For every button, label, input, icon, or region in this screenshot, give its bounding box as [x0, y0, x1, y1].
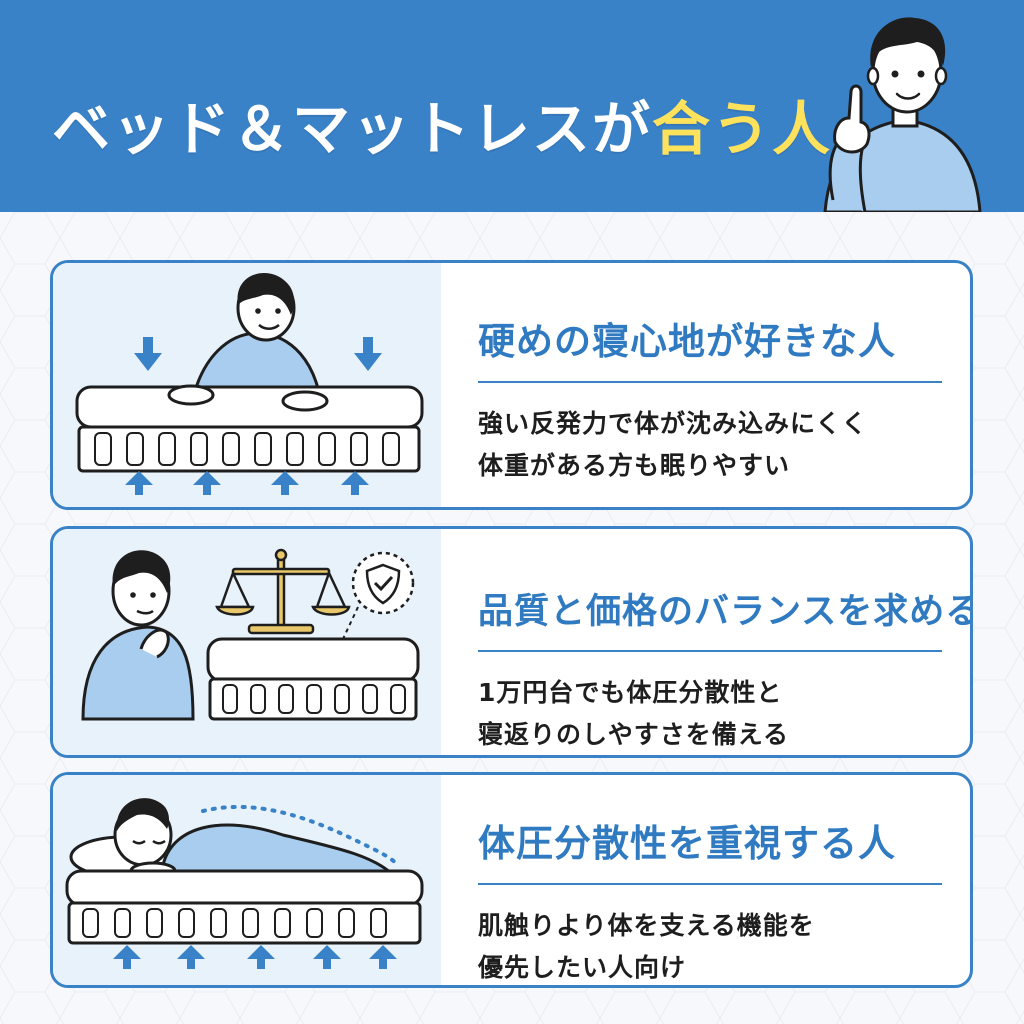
card-description: 肌触りより体を支える機能を 優先したい人向け: [478, 905, 942, 985]
divider: [478, 381, 942, 383]
card-description: 強い反発力で体が沈み込みにくく 体重がある方も眠りやすい: [478, 403, 942, 487]
card-illustration: [53, 263, 441, 507]
up-arrow-icon: [125, 471, 153, 485]
desc-line: 強い反発力で体が沈み込みにくく: [478, 409, 868, 438]
balance-illustration: [81, 548, 420, 721]
desc-line: 1万円台でも体圧分散性と: [478, 678, 783, 707]
sleeping-illustration: [65, 798, 424, 969]
desc-line: 体重がある方も眠りやすい: [478, 451, 791, 480]
person-pointing-icon: [823, 17, 982, 212]
up-arrow-icon: [113, 945, 141, 959]
up-arrow-icon: [177, 945, 205, 959]
card-text: 硬めの寝心地が好きな人 強い反発力で体が沈み込みにくく 体重がある方も眠りやすい: [478, 263, 942, 507]
up-arrow-icon: [271, 471, 299, 485]
card-title: 体圧分散性を重視する人: [478, 822, 896, 865]
up-arrow-icon: [341, 471, 369, 485]
divider: [478, 883, 942, 885]
up-arrow-icon: [193, 471, 221, 485]
card-illustration: [53, 775, 441, 985]
desc-line: 優先したい人向け: [478, 953, 687, 982]
up-arrow-icon: [313, 945, 341, 959]
card-text: 体圧分散性を重視する人 肌触りより体を支える機能を 優先したい人向け: [478, 775, 942, 985]
mattress-press-illustration: [75, 273, 424, 495]
header-banner: ベッド＆マットレスが合う人: [0, 0, 1024, 212]
down-arrow-icon: [354, 337, 382, 371]
up-arrow-icon: [369, 945, 397, 959]
card-pressure: 体圧分散性を重視する人 肌触りより体を支える機能を 優先したい人向け: [50, 772, 973, 988]
card-illustration: [53, 529, 441, 755]
card-firm-feel: 硬めの寝心地が好きな人 強い反発力で体が沈み込みにくく 体重がある方も眠りやすい: [50, 260, 973, 510]
desc-line: 肌触りより体を支える機能を: [478, 911, 815, 940]
card-balance: 品質と価格のバランスを求める人 1万円台でも体圧分散性と 寝返りのしやすさを備え…: [50, 526, 973, 758]
balance-scale-icon: [215, 548, 351, 635]
desc-line: 寝返りのしやすさを備える: [478, 720, 790, 749]
shield-check-icon: [351, 551, 415, 615]
card-description: 1万円台でも体圧分散性と 寝返りのしやすさを備える: [478, 672, 942, 755]
title-accent: 合う人: [652, 95, 833, 163]
card-title: 硬めの寝心地が好きな人: [478, 320, 896, 363]
divider: [478, 650, 942, 652]
card-title: 品質と価格のバランスを求める人: [478, 592, 973, 632]
down-arrow-icon: [134, 337, 162, 371]
up-arrow-icon: [247, 945, 275, 959]
card-text: 品質と価格のバランスを求める人 1万円台でも体圧分散性と 寝返りのしやすさを備え…: [478, 529, 973, 755]
title-main: ベッド＆マットレスが: [52, 95, 653, 163]
page-title: ベッド＆マットレスが合う人: [52, 82, 832, 166]
